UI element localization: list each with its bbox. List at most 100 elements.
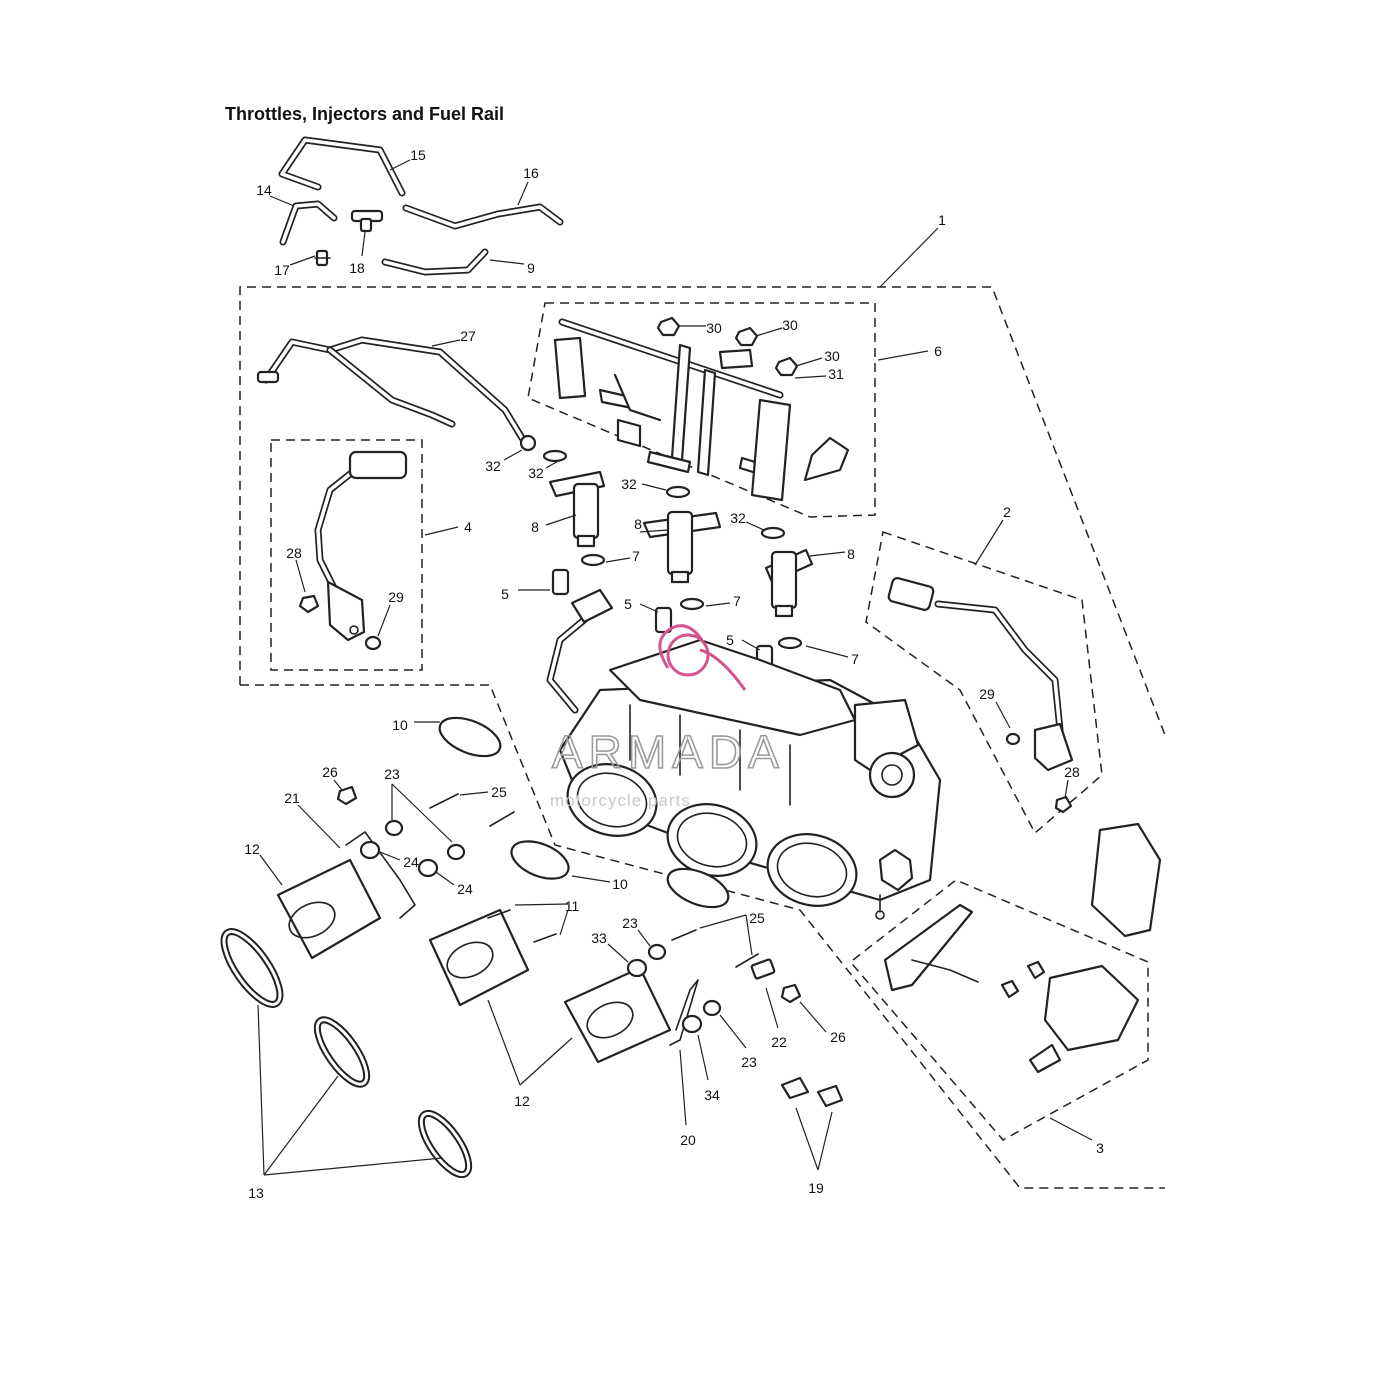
callout-number: 20 [680,1132,696,1148]
callout-leader-line [503,449,523,461]
callout-number: 10 [612,876,628,892]
callout-number: 24 [457,881,473,897]
callout-24: 24 [379,851,419,870]
callout-number: 5 [726,632,734,648]
o-rings-7-32 [542,449,803,650]
callout-7: 7 [805,645,859,667]
callout-leader-line [379,851,401,861]
callout-19: 19 [795,1107,833,1196]
callout-10: 10 [392,717,440,733]
callout-30: 30 [680,320,722,336]
callout-leader-line [571,875,611,883]
callout-number: 23 [622,915,638,931]
callout-number: 13 [248,1185,264,1201]
callout-leader-line [1064,779,1069,799]
callout-number: 8 [847,546,855,562]
callout-number: 23 [384,766,400,782]
callout-leader-line [389,159,411,171]
injector-8-b [642,510,722,584]
callout-leader-line [697,1034,709,1081]
callout-33: 33 [591,930,629,963]
callout-leader-line [974,519,1004,566]
injector-8-c [764,548,814,618]
callout-number: 6 [934,343,942,359]
callout-32: 32 [621,476,667,492]
hose-14 [279,200,338,246]
callout-number: 21 [284,790,300,806]
callout-leader-line [637,929,651,947]
callout-32: 32 [528,459,561,481]
callout-32: 32 [485,449,523,474]
callout-25: 25 [459,784,507,800]
callout-leader-line [545,459,561,469]
callout-leader-line [705,602,731,607]
idle-control-3-outline [852,879,1149,1141]
callout-21: 21 [284,790,341,849]
callout-11: 11 [514,898,579,936]
callout-number: 9 [527,260,535,276]
callout-number: 17 [274,262,290,278]
callout-leader-line [639,529,669,533]
callout-29: 29 [979,686,1011,729]
callout-number: 34 [704,1087,720,1103]
callout-leader-line [745,914,753,956]
callout-leader-line [755,327,783,337]
callout-leader-line [517,181,529,206]
callout-number: 5 [501,586,509,602]
callout-1: 1 [879,212,946,288]
callout-leader-line [719,1014,747,1049]
watermark-emblem [658,624,747,691]
callout-34: 34 [697,1034,720,1103]
hose-16 [402,203,564,230]
callout-leader-line [391,783,453,843]
callout-number: 15 [410,147,426,163]
idle-control-valve-3 [883,822,1162,1074]
callout-16: 16 [517,165,539,206]
callout-leader-line [361,231,366,257]
callout-4: 4 [424,519,472,536]
sensor-4 [298,450,408,651]
callout-number: 5 [624,596,632,612]
callout-leader-line [679,1049,687,1126]
callout-leader-line [794,375,827,379]
callout-number: 28 [1064,764,1080,780]
nuts-30-31 [656,316,799,377]
callout-leader-line [259,854,283,886]
callout-leader-line [545,514,577,526]
callout-leader-line [377,604,391,637]
callout-number: 23 [741,1054,757,1070]
callout-number: 12 [514,1093,530,1109]
callout-22: 22 [765,987,787,1050]
fuel-rail-6 [553,318,850,502]
callout-26: 26 [322,764,343,791]
callout-number: 29 [388,589,404,605]
watermark: ARMADA motorcycle parts [550,624,780,810]
callout-leader-line [805,645,849,658]
callout-leader-line [487,999,521,1086]
callout-3: 3 [1049,1117,1104,1156]
callout-number: 8 [634,516,642,532]
callout-number: 30 [782,317,798,333]
callout-number: 26 [830,1029,846,1045]
callout-30: 30 [795,348,840,367]
callout-leader-line [817,1111,833,1171]
callout-number: 7 [733,593,741,609]
callout-leader-line [809,551,846,557]
diagram-title: Throttles, Injectors and Fuel Rail [225,104,505,124]
sensor-4-outline [270,439,423,671]
callout-10: 10 [571,875,628,892]
callout-leader-line [741,639,761,651]
fuel-rail-outline [527,302,876,518]
callout-number: 30 [706,320,722,336]
callout-leader-line [559,909,569,936]
hose-clamps-10 [438,716,730,909]
clip-17 [314,249,331,267]
callout-6: 6 [877,343,942,361]
callout-leader-line [333,779,343,791]
callout-leader-line [489,259,525,265]
callout-15: 15 [389,147,426,171]
callout-25: 25 [699,910,765,956]
callout-leader-line [263,1157,443,1176]
